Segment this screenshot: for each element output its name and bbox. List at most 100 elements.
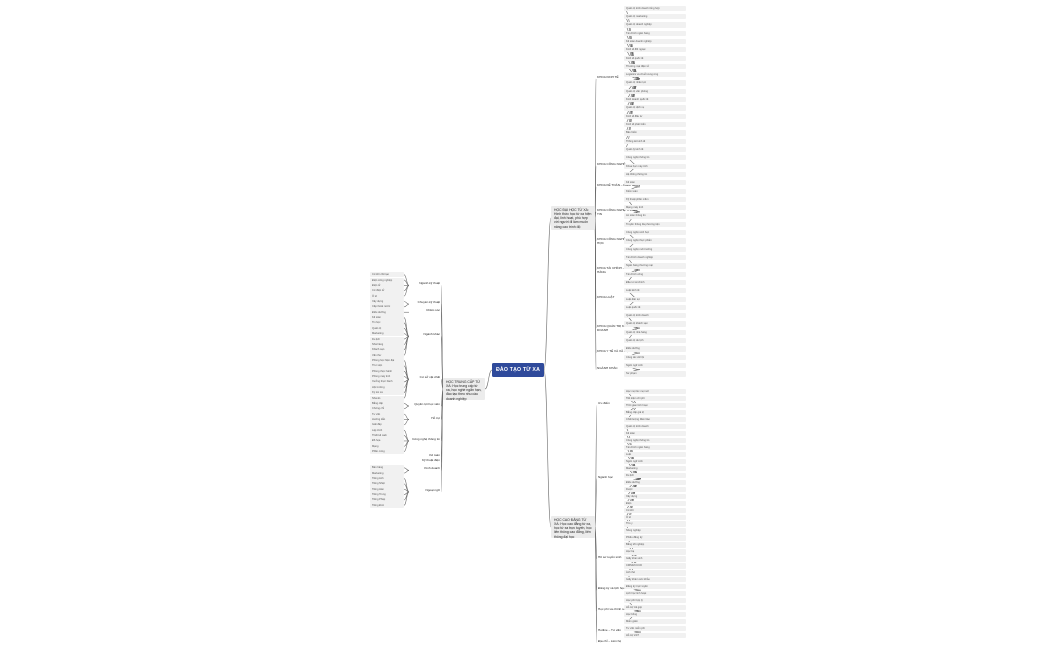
left-leaf[interactable]: Tư vấn — [370, 411, 404, 417]
bottom-leaf[interactable]: Giấy khám sức khỏe — [624, 577, 686, 583]
top-leaf[interactable]: Quản trị văn phòng — [624, 88, 686, 94]
left-leaf[interactable]: Kế toán — [370, 315, 404, 321]
top-leaf[interactable]: Công tác xã hội — [624, 354, 686, 360]
left-leaf[interactable]: Nhà ăn — [370, 395, 404, 401]
top-leaf[interactable]: Quản trị dịch vụ — [624, 105, 686, 111]
left-leaf[interactable]: Đồ họa — [370, 438, 404, 444]
top-leaf[interactable]: Hệ thống thông tin — [624, 171, 686, 178]
top-branch[interactable]: KHOA TÀI CHÍNH – NGÂN HÀNG — [597, 265, 635, 274]
bottom-leaf[interactable]: Kế toán — [624, 430, 686, 437]
top-leaf[interactable]: Kế toán doanh nghiệp — [624, 38, 686, 45]
left-leaf[interactable]: Thiết kế web — [370, 433, 404, 439]
left-leaf[interactable]: Tiếng Pháp — [370, 497, 404, 503]
left-leaf[interactable]: Mạng — [370, 443, 404, 450]
left-leaf[interactable]: Marketing — [370, 470, 404, 476]
top-leaf[interactable]: Công nghệ sinh học — [624, 230, 686, 236]
top-leaf[interactable]: Kinh tế phát triển — [624, 122, 686, 128]
top-leaf[interactable]: Kinh doanh quốc tế — [624, 97, 686, 103]
left-branch[interactable]: Cơ sở vật chất — [419, 375, 440, 380]
left-leaf[interactable]: Tin học — [370, 320, 404, 326]
top-leaf[interactable]: Luật dân sự — [624, 296, 686, 302]
top-leaf[interactable]: An toàn thông tin — [624, 213, 686, 219]
left-branch[interactable]: Hỗ trợ — [431, 415, 440, 420]
left-leaf[interactable]: Ô tô — [370, 293, 404, 299]
top-leaf[interactable]: Quản lý kinh tế — [624, 146, 686, 153]
left-leaf[interactable]: Khách sạn — [370, 347, 404, 353]
bottom-leaf[interactable]: Du lịch — [624, 472, 686, 478]
left-branch[interactable]: Công nghệ thông tin — [412, 436, 440, 441]
top-leaf[interactable]: Ngân hàng thương mại — [624, 263, 686, 269]
bottom-branch[interactable]: Ngành học — [598, 474, 613, 479]
bottom-leaf[interactable]: Đăng ký trực tuyến — [624, 584, 686, 590]
left-branch[interactable]: Chuyên kỹ thuật — [417, 300, 440, 305]
bottom-leaf[interactable]: Phiếu đăng ký — [624, 535, 686, 541]
left-leaf[interactable]: Phòng học hiện đại — [370, 358, 404, 364]
left-leaf[interactable]: Nhà hàng — [370, 341, 404, 348]
left-leaf[interactable]: Hướng dẫn — [370, 417, 404, 423]
hub-node-3[interactable]: HỌC CAO ĐẲNG TỪ XA: Học cao đẳng từ xa, … — [551, 516, 595, 539]
top-branch[interactable]: KHOA QUẢN TRỊ KINH DOANH — [597, 324, 630, 332]
bottom-leaf[interactable]: Công nghệ thông tin — [624, 437, 686, 444]
bottom-leaf[interactable]: CMND/CCCD — [624, 563, 686, 569]
bottom-leaf[interactable]: Ngôn ngữ Anh — [624, 458, 686, 464]
top-leaf[interactable]: Truyền thông đa phương tiện — [624, 221, 686, 227]
left-leaf[interactable]: Xưởng thực hành — [370, 379, 404, 385]
bottom-leaf[interactable]: Quản trị kinh doanh — [624, 423, 686, 430]
top-leaf[interactable]: Tài chính doanh nghiệp — [624, 254, 686, 261]
bottom-branch[interactable]: Hotline – Tư vấn — [598, 628, 621, 633]
left-leaf[interactable]: Tiếng Nhật — [370, 481, 404, 487]
left-leaf[interactable]: Văn thư — [370, 352, 404, 358]
top-leaf[interactable]: Quản trị kinh doanh — [624, 313, 686, 319]
top-leaf[interactable]: Kỹ thuật phần mềm — [624, 196, 686, 203]
top-leaf[interactable]: Kinh tế quốc tế — [624, 55, 686, 61]
left-branch[interactable]: Kế toán — [429, 453, 440, 458]
left-leaf[interactable]: Tiếng Anh — [370, 476, 404, 482]
bottom-leaf[interactable]: Bằng cấp giá trị — [624, 409, 686, 416]
left-leaf[interactable]: Quản trị — [370, 325, 404, 332]
bottom-leaf[interactable]: Tiết kiệm chi phí — [624, 395, 686, 402]
left-leaf[interactable]: Điện công nghiệp — [370, 277, 404, 283]
left-leaf[interactable]: Phòng thực hành — [370, 368, 404, 374]
top-leaf[interactable]: Công nghệ thông tin — [624, 155, 686, 161]
left-leaf[interactable]: Lập trình — [370, 427, 404, 433]
bottom-leaf[interactable]: Nông nghiệp — [624, 528, 686, 534]
top-leaf[interactable]: Ngôn ngữ Anh — [624, 363, 686, 369]
bottom-leaf[interactable]: Thời gian linh hoạt — [624, 402, 686, 409]
top-leaf[interactable]: Quản trị khách sạn — [624, 321, 686, 327]
top-leaf[interactable]: Quản trị du lịch — [624, 338, 686, 344]
left-leaf[interactable]: Xây dựng — [370, 299, 404, 305]
top-leaf[interactable]: Quản trị marketing — [624, 13, 686, 20]
top-branch[interactable]: KHOA KINH TẾ — [597, 74, 619, 79]
top-branch[interactable]: KHOA CÔNG NGHỆ SINH HỌC — [597, 236, 634, 245]
left-leaf[interactable]: Phòng máy tính — [370, 374, 404, 380]
top-leaf[interactable]: Khoa học máy tính — [624, 163, 686, 169]
top-leaf[interactable]: Kinh tế đầu tư — [624, 113, 686, 119]
top-leaf[interactable]: Mạng máy tính — [624, 205, 686, 211]
left-leaf[interactable]: Phần cứng — [370, 449, 404, 455]
top-leaf[interactable]: Thương mại điện tử — [624, 63, 686, 70]
left-branch[interactable]: Ngành khác — [423, 332, 440, 337]
bottom-leaf[interactable]: Marketing — [624, 465, 686, 471]
top-leaf[interactable]: Đầu tư tài chính — [624, 279, 686, 286]
hub-node-1[interactable]: HỌC ĐẠI HỌC TỪ XA: Hình thức học từ xa h… — [551, 206, 595, 230]
left-branch[interactable]: Kỹ thuật điện — [421, 458, 440, 463]
top-branch[interactable]: KHOA LUẬT — [597, 295, 615, 300]
left-leaf[interactable]: Cơ điện tử — [370, 288, 404, 294]
bottom-branch[interactable]: Đăng ký và lịch học — [598, 586, 625, 591]
bottom-leaf[interactable]: Dược — [624, 486, 686, 492]
top-leaf[interactable]: Quản trị nhà hàng — [624, 329, 686, 336]
top-leaf[interactable]: Công nghệ thực phẩm — [624, 238, 686, 244]
left-leaf[interactable]: Thư viện — [370, 363, 404, 369]
top-branch[interactable]: KHOA KẾ TOÁN – KIỂM TOÁN — [597, 182, 641, 187]
left-leaf[interactable]: Giải đáp — [370, 422, 404, 428]
hub-node-2[interactable]: HỌC TRUNG CẤP TỪ XA: Học trung cấp từ xa… — [443, 378, 485, 401]
top-leaf[interactable]: Quản trị nhân lực — [624, 80, 686, 86]
top-branch[interactable]: KHOA CÔNG NGHỆ — [597, 162, 626, 167]
left-branch[interactable]: Ngoại ngữ — [425, 487, 440, 492]
top-leaf[interactable]: Luật quốc tế — [624, 304, 686, 311]
top-branch[interactable]: KHOA Y TẾ VÀ XÃ HỘI — [597, 349, 630, 354]
left-leaf[interactable]: Marketing — [370, 331, 404, 337]
left-leaf[interactable]: Tiếng Đức — [370, 502, 404, 509]
left-branch[interactable]: Chăm sóc — [426, 308, 440, 313]
top-leaf[interactable]: Quản trị kinh doanh tổng hợp — [624, 5, 686, 11]
